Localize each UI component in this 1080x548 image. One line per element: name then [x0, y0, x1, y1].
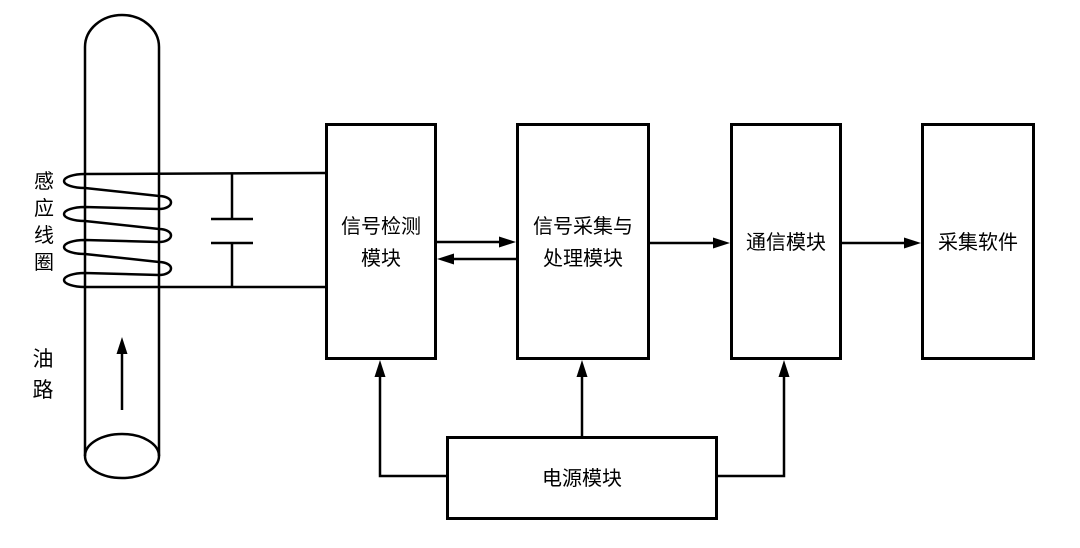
- capacitor: [211, 173, 253, 287]
- block-label-line: 电源模块: [542, 466, 622, 490]
- block-label-line: 采集软件: [938, 229, 1018, 254]
- right-arrowhead-icon: [713, 237, 730, 249]
- power-line-to-processing: [576, 360, 588, 436]
- pipe-bottom-ellipse: [83, 432, 161, 480]
- block-communication-module: 通信模块: [730, 123, 842, 360]
- arrow-processing-to-detection: [437, 253, 516, 265]
- arrow-communication-to-software: [842, 237, 921, 249]
- block-signal-processing-module: 信号采集与 处理模块: [516, 123, 650, 360]
- left-arrowhead-icon: [437, 253, 454, 265]
- flow-direction-arrow: [116, 337, 128, 410]
- block-label-line: 信号采集与: [533, 213, 633, 238]
- block-label-line: 信号检测: [341, 213, 421, 238]
- induction-coil: [62, 171, 326, 289]
- pipe-top-dome: [83, 13, 161, 48]
- arrow-processing-to-communication: [650, 237, 730, 249]
- block-label-line: 通信模块: [746, 229, 826, 254]
- oil-pipe: [83, 13, 161, 480]
- block-acquisition-software: 采集软件: [921, 123, 1035, 360]
- induction-coil-label: 感应线圈: [34, 169, 54, 274]
- block-label-line: 处理模块: [543, 245, 623, 270]
- up-arrowhead-icon: [374, 360, 386, 377]
- oil-path-label: 油路: [32, 347, 54, 402]
- right-arrowhead-icon: [499, 236, 516, 248]
- power-line-to-communication: [718, 360, 790, 478]
- block-signal-detection-module: 信号检测 模块: [325, 123, 437, 360]
- right-arrowhead-icon: [904, 237, 921, 249]
- arrow-detection-to-processing: [437, 236, 516, 248]
- flow-arrowhead-icon: [116, 337, 128, 354]
- up-arrowhead-icon: [778, 360, 790, 377]
- up-arrowhead-icon: [576, 360, 588, 377]
- power-line-to-detection: [374, 360, 446, 478]
- block-power-module: 电源模块: [446, 436, 718, 520]
- block-label-line: 模块: [361, 245, 401, 270]
